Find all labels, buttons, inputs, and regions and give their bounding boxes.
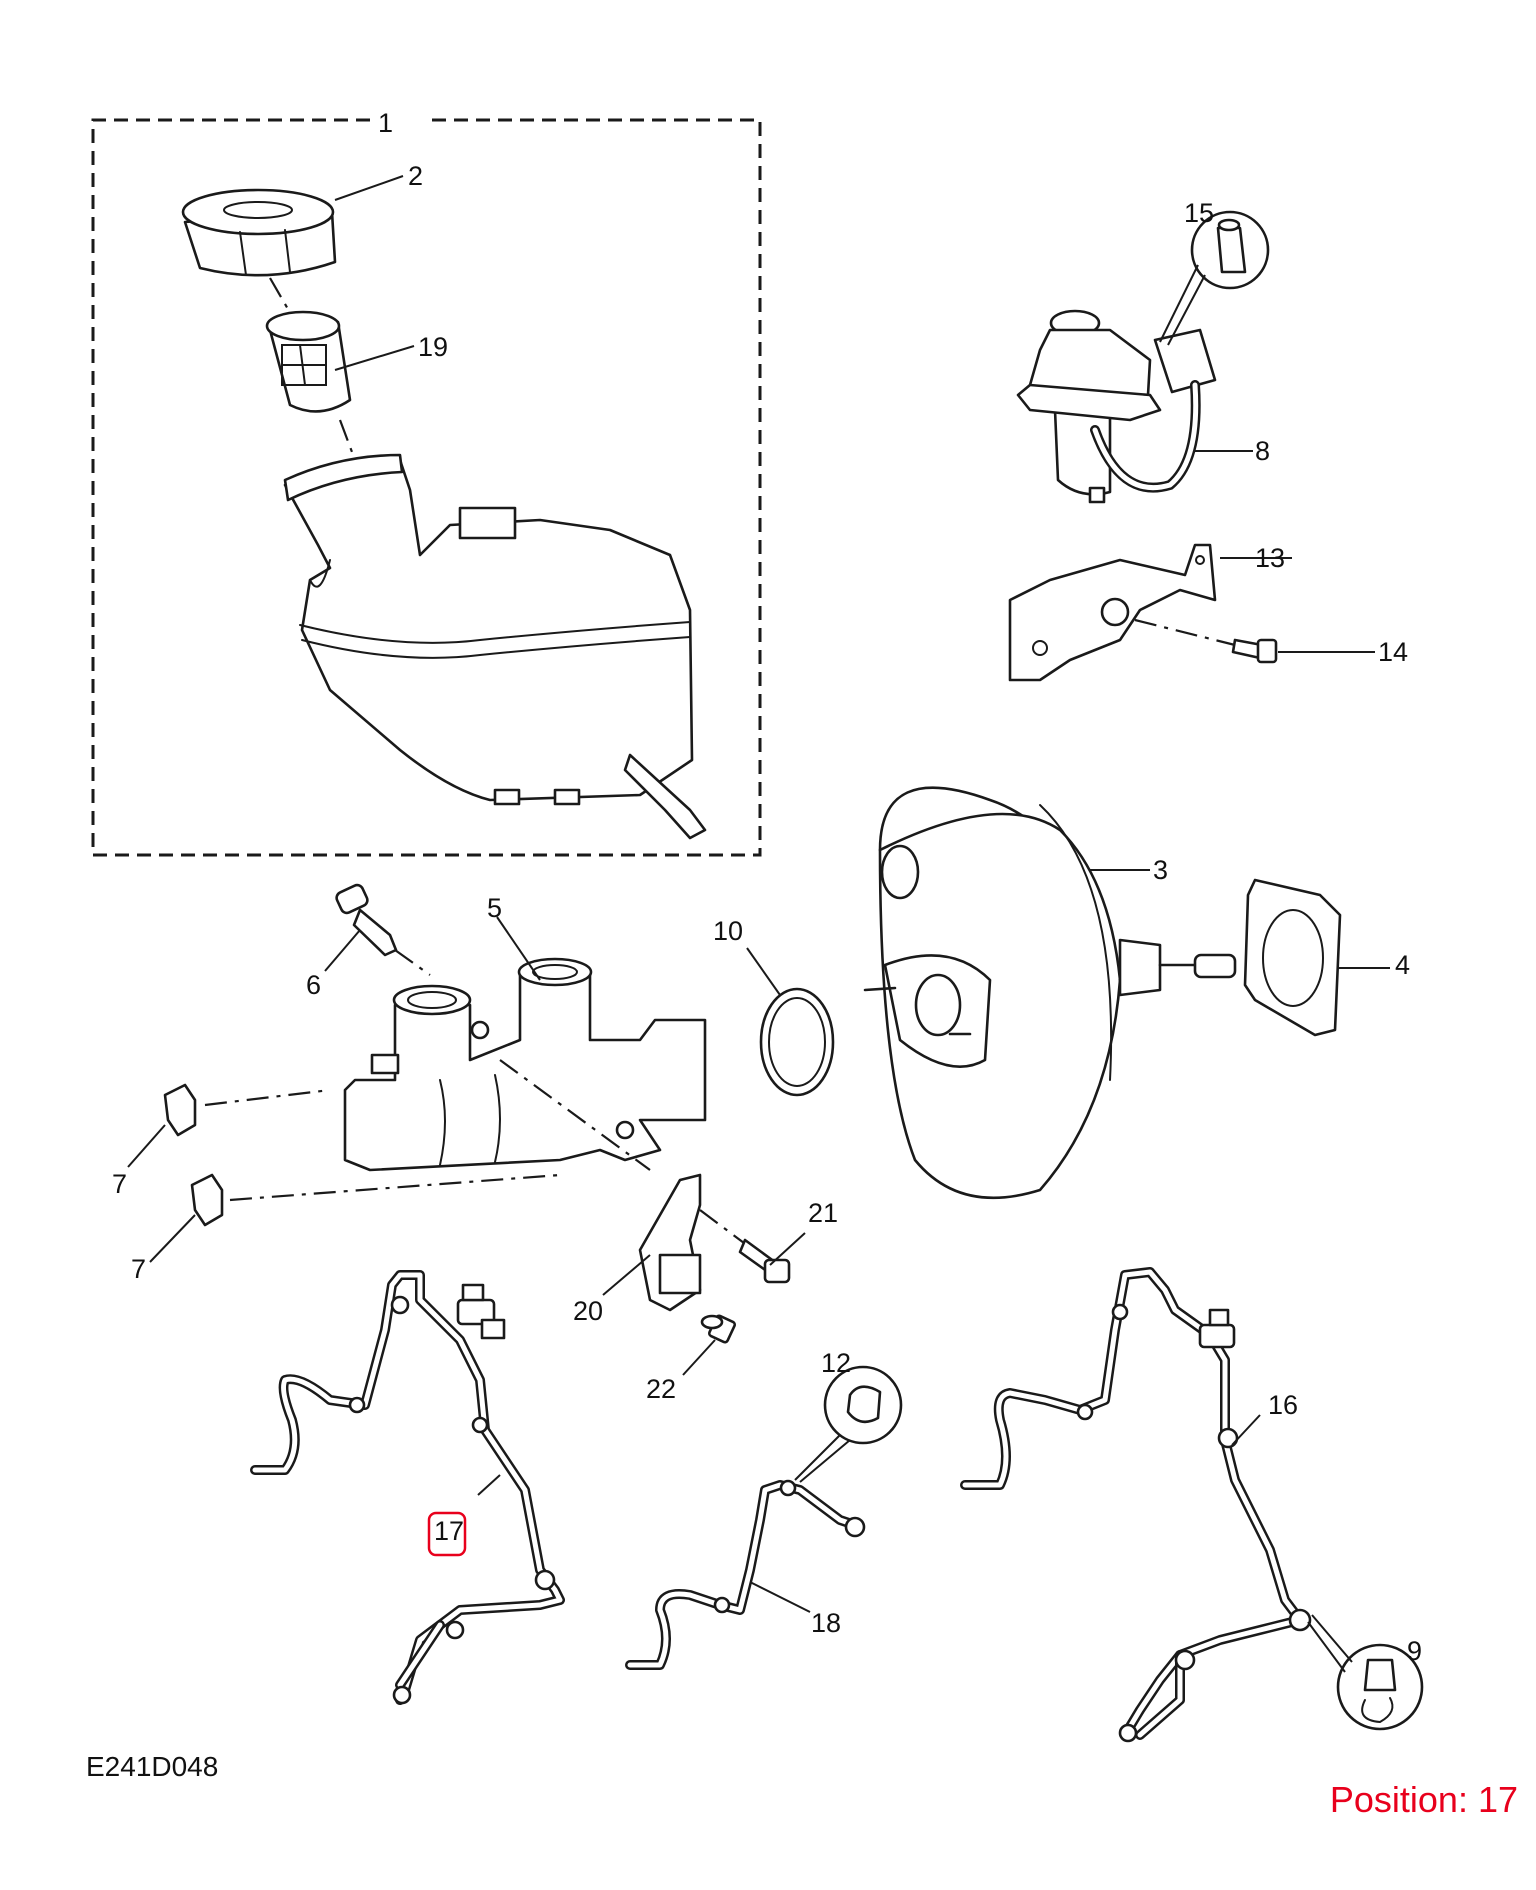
pump-bracket	[1008, 543, 1217, 682]
master-cylinder	[343, 957, 707, 1172]
tube-nut-upper	[163, 1083, 197, 1137]
callout-12: 12	[821, 1348, 851, 1378]
tube-nut-lower	[190, 1173, 224, 1227]
vacuum-pump	[1016, 210, 1270, 504]
sensor-bolt	[738, 1238, 791, 1284]
callout-16: 16	[1268, 1390, 1298, 1420]
vacuum-hose-18	[625, 1365, 903, 1670]
callout-18: 18	[811, 1608, 841, 1638]
callout-2: 2	[408, 161, 423, 191]
selected-callout-highlight	[427, 1511, 467, 1557]
callout-19: 19	[418, 332, 448, 362]
bleed-screw	[335, 883, 398, 957]
position-label: Position: 17	[1330, 1779, 1518, 1820]
vacuum-hose-17	[250, 1270, 565, 1705]
brake-fluid-reservoir	[283, 453, 707, 840]
callout-labels: 1 2 3 4 5 6 7 7 8 9 10 12 13 14 15 16 17…	[112, 108, 1422, 1666]
callout-3: 3	[1153, 855, 1168, 885]
callout-8: 8	[1255, 436, 1270, 466]
callout-20: 20	[573, 1296, 603, 1326]
callout-10: 10	[713, 916, 743, 946]
bracket-bolt	[1231, 638, 1278, 664]
brake-booster	[863, 786, 1237, 1200]
diagram-code: E241D048	[86, 1751, 218, 1782]
pressure-sensor	[638, 1173, 702, 1312]
booster-gasket	[1243, 878, 1342, 1037]
callout-5: 5	[487, 893, 502, 923]
brake-switch	[700, 1314, 737, 1344]
callout-21: 21	[808, 1198, 838, 1228]
callout-1: 1	[378, 108, 393, 138]
callout-22: 22	[646, 1374, 676, 1404]
vacuum-hose-16	[960, 1267, 1424, 1743]
o-ring	[759, 987, 835, 1097]
reservoir-kit-outline	[91, 118, 762, 857]
reservoir-strainer	[265, 310, 352, 413]
callout-4: 4	[1395, 950, 1410, 980]
callout-15: 15	[1184, 198, 1214, 228]
callout-13: 13	[1255, 543, 1285, 573]
reservoir-cap	[181, 188, 337, 277]
callout-7-lower: 7	[131, 1254, 146, 1284]
callout-6: 6	[306, 970, 321, 1000]
callout-9: 9	[1407, 1636, 1422, 1666]
callout-7-upper: 7	[112, 1169, 127, 1199]
callout-17: 17	[434, 1516, 464, 1546]
callout-14: 14	[1378, 637, 1408, 667]
leader-lines	[127, 175, 1390, 1613]
